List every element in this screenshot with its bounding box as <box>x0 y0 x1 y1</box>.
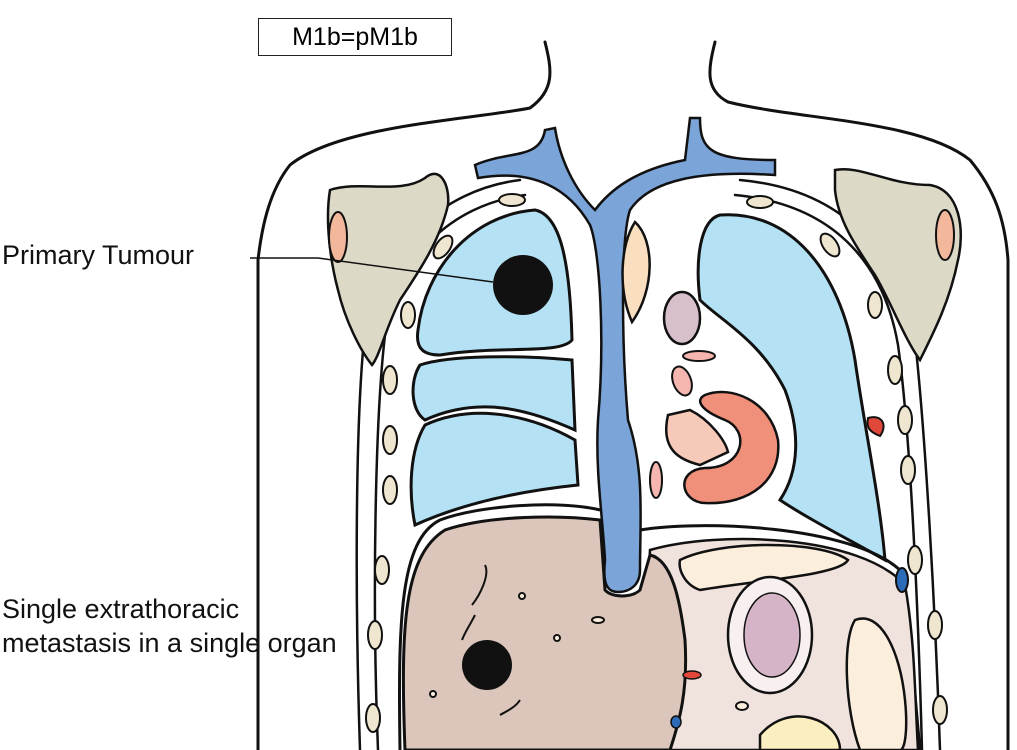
spleen <box>845 617 908 750</box>
thymus <box>621 220 651 325</box>
left-pulmonary-artery-small <box>866 416 885 438</box>
liver <box>401 515 688 750</box>
left-humeral-head <box>328 211 348 263</box>
right-lung-lower-lobe <box>409 411 580 528</box>
aortic-arch <box>662 290 702 346</box>
right-lung-middle-lobe <box>411 355 577 433</box>
metastasis-label: Single extrathoracic metastasis in a sin… <box>2 594 337 658</box>
liver-metastasis <box>462 640 512 690</box>
heart-left-ventricle <box>683 390 780 505</box>
renal-pelvis <box>743 592 801 678</box>
left-scapula <box>326 172 450 368</box>
stage-label: M1b=pM1b <box>292 22 418 51</box>
pulmonary-artery <box>682 350 716 362</box>
left-lung <box>696 213 887 563</box>
neck-left-outline <box>256 40 552 750</box>
esophagus <box>649 461 663 499</box>
primary-tumour <box>493 255 553 315</box>
stomach <box>678 543 850 592</box>
renal-artery <box>682 670 702 680</box>
renal-vein <box>670 715 682 729</box>
primary-tumour-label: Primary Tumour <box>2 240 195 270</box>
rib-sections <box>365 193 948 733</box>
liver-vessels <box>429 564 749 716</box>
left-vein-small <box>895 567 909 593</box>
right-humeral-head <box>935 209 955 261</box>
vena-cava <box>473 116 777 594</box>
right-scapula <box>833 167 963 363</box>
left-atrium-small <box>671 365 693 397</box>
stage-label-box: M1b=pM1b <box>258 18 452 56</box>
primary-tumour-leader-line <box>250 257 494 283</box>
heart-right-atrium <box>665 408 730 467</box>
neck-right-outline <box>708 40 1010 750</box>
chest-wall-right-inner <box>733 193 924 750</box>
